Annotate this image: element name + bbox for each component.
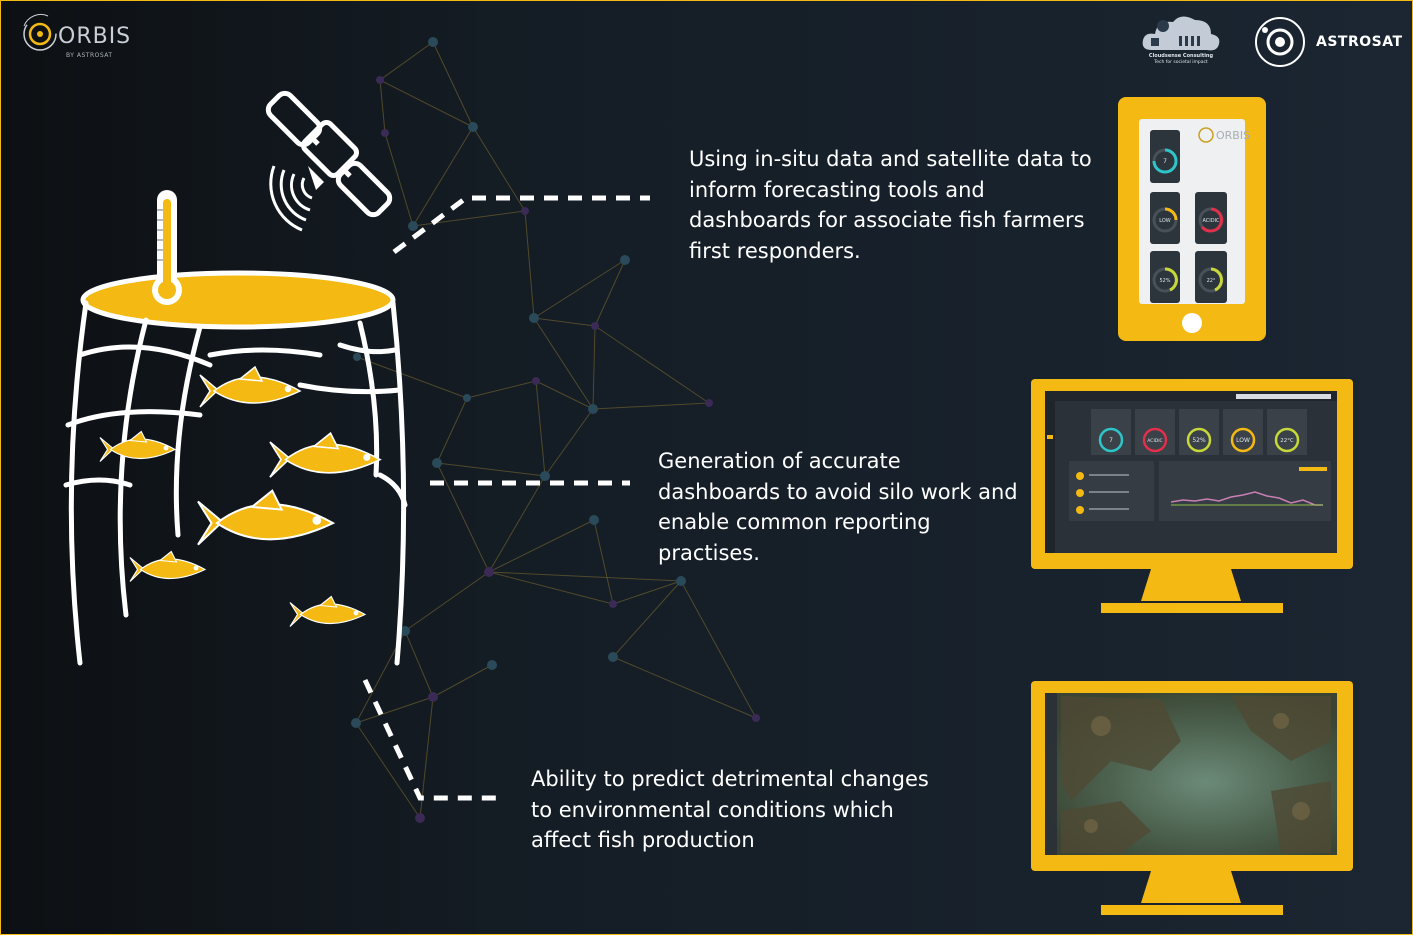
fish-icon — [197, 489, 336, 546]
fish-icon — [99, 430, 177, 462]
partner-1-tagline: Tech for societal impact — [1154, 60, 1208, 65]
dashboard-gauge-value: LOW — [1236, 437, 1250, 444]
satellite-icon — [265, 90, 393, 232]
dashboard-gauge-value: 52% — [1192, 437, 1206, 444]
tablet-gauge-value: 52% — [1159, 278, 1170, 284]
dashboard-gauge-value: 22°C — [1280, 438, 1294, 444]
tablet-logo-text: ORBIS — [1216, 129, 1250, 142]
dashboard-gauge-value: 7 — [1109, 437, 1113, 444]
monitor-icon: 7 ACIDIC 52% LOW 22°C — [1031, 379, 1353, 613]
fish-icon — [289, 595, 367, 627]
cloudsense-logo-icon — [1142, 16, 1220, 51]
tablet-gauge-value: 22° — [1207, 278, 1216, 284]
tablet-gauge-value: ACIDIC — [1202, 218, 1220, 224]
fish-icon — [199, 365, 302, 408]
orbis-logo: ORBIS BY ASTROSAT — [20, 10, 130, 65]
fish-icon — [129, 550, 207, 582]
logo-subtitle: BY ASTROSAT — [66, 52, 113, 59]
caption-forecasting: Using in-situ data and satellite data to… — [689, 147, 1092, 263]
thermometer-icon — [152, 190, 182, 305]
partner-1-name: Cloudsense Consulting — [1148, 53, 1214, 59]
partner-2-name: ASTROSAT — [1316, 34, 1403, 50]
logo-text: ORBIS — [58, 24, 132, 49]
astrosat-logo-icon — [1255, 17, 1305, 67]
tablet-gauge-value: LOW — [1159, 218, 1171, 224]
monitor-map-icon — [1031, 681, 1353, 915]
tablet-gauge-value: 7 — [1163, 158, 1167, 165]
fish-cage-illustration — [63, 190, 408, 666]
caption-dashboards: Generation of accurate dashboards to avo… — [658, 449, 1018, 565]
caption-prediction: Ability to predict detrimental changes t… — [531, 767, 929, 852]
orbit-logo-icon — [23, 14, 57, 51]
dashboard-gauge-value: ACIDIC — [1147, 438, 1162, 444]
tablet-icon: ORBIS 7 LOW ACIDIC 52% 22° — [1118, 97, 1266, 341]
fish-icon — [269, 431, 382, 478]
